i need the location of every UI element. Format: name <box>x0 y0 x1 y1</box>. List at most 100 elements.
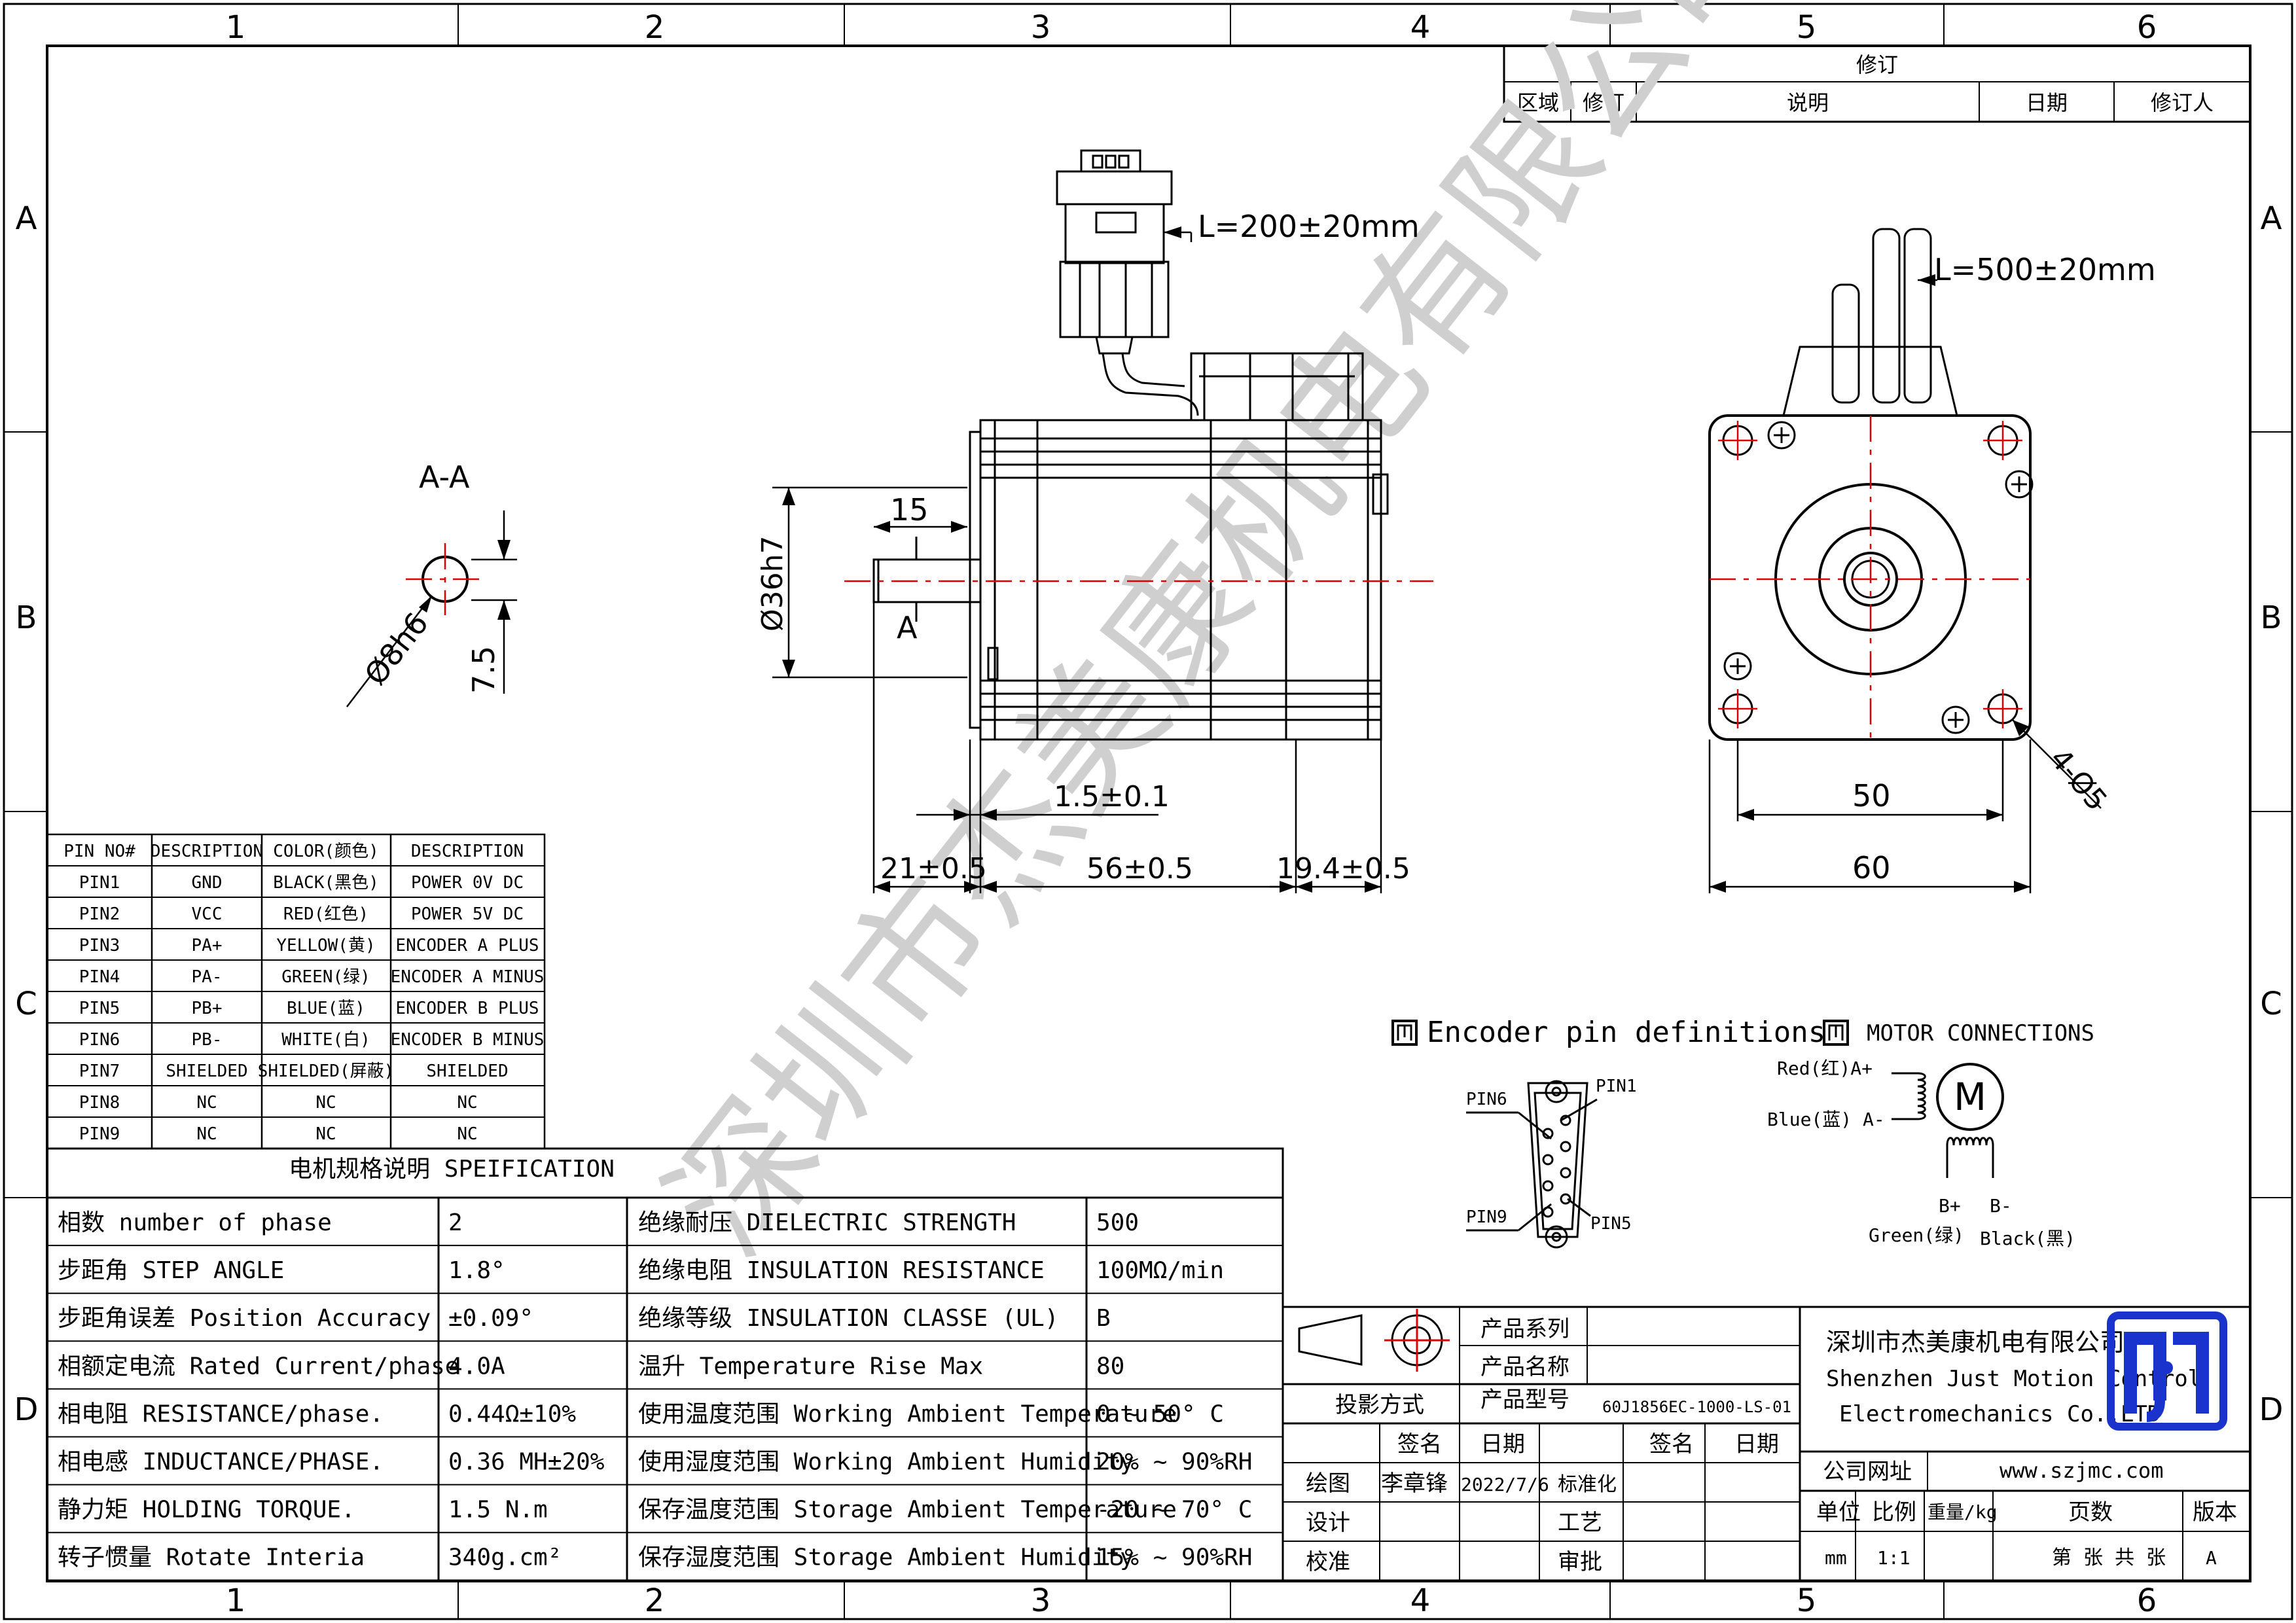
pin-table-cell: SHIELDED <box>426 1061 508 1081</box>
tb-model-value: 60J1856EC-1000-LS-01 <box>1602 1398 1791 1416</box>
dim-19: 19.4±0.5 <box>1276 852 1410 885</box>
spec-title: 电机规格说明 SPEIFICATION <box>289 1156 615 1183</box>
section-title: A-A <box>419 459 470 495</box>
spec-table-cell: 转子惯量 Rotate Interia <box>58 1544 365 1571</box>
pin-table-cell: GND <box>192 873 223 893</box>
revision-header-area: 区域 <box>1517 90 1559 115</box>
tb-weight-label: 重量/kg <box>1928 1501 1998 1523</box>
enc-pin6-label: PIN6 <box>1466 1090 1507 1109</box>
tb-design-label: 设计 <box>1306 1510 1350 1536</box>
pin-table-cell: NC <box>315 1124 336 1144</box>
wire-bplus-label: B+ <box>1939 1195 1961 1217</box>
dim-21: 21±0.5 <box>880 852 987 885</box>
tb-company-en1: Shenzhen Just Motion Control <box>1826 1366 2201 1392</box>
pin-table-cell: NC <box>196 1124 217 1144</box>
spec-table-cell: 20% ~ 90%RH <box>1096 1449 1252 1476</box>
pin-table-cell: RED(红色) <box>283 904 368 924</box>
col-label-3-bottom: 3 <box>1031 1582 1051 1619</box>
pin-table-cell: VCC <box>192 904 223 924</box>
col-label-2: 2 <box>645 9 665 46</box>
pin-table-header: DESCRIPTION <box>151 842 263 861</box>
row-label-d-right: D <box>2259 1391 2284 1428</box>
row-label-b-right: B <box>2261 599 2282 636</box>
pin-table-cell: PB+ <box>192 999 223 1018</box>
flange-thickness-dim: 1.5±0.1 <box>1054 780 1170 813</box>
pin-table-header: PIN NO# <box>63 842 135 861</box>
spec-table-cell: 保存温度范围 Storage Ambient Temperature <box>638 1497 1177 1524</box>
encoder-pin-definitions: Encoder pin definitions PIN6 PIN1 PIN9 P… <box>1391 1016 1825 1249</box>
spec-table-cell: 15% ~ 90%RH <box>1096 1544 1252 1571</box>
pin-table-cell: YELLOW(黄) <box>276 936 375 955</box>
tb-scale-label: 比例 <box>1872 1499 1916 1525</box>
pin-table-cell: PIN5 <box>79 999 120 1018</box>
tb-version: A <box>2206 1547 2217 1569</box>
col-label-2-bottom: 2 <box>645 1582 665 1619</box>
col-label-4-bottom: 4 <box>1410 1582 1431 1619</box>
row-label-b: B <box>16 599 37 636</box>
spec-table-cell: 步距角误差 Position Accuracy <box>58 1305 431 1332</box>
spec-table-cell: ±0.09° <box>448 1305 533 1332</box>
motor-connections-title: MOTOR CONNECTIONS <box>1867 1020 2094 1046</box>
revision-header-date: 日期 <box>2026 90 2068 115</box>
revision-table: 修订 区域 修订 说明 日期 修订人 <box>1503 45 2251 123</box>
pin-table-cell: POWER 5V DC <box>411 904 524 924</box>
col-label-4: 4 <box>1410 9 1431 46</box>
pin-table-cell: PIN4 <box>79 967 120 987</box>
revision-header-rev: 修订 <box>1583 90 1624 115</box>
pin-table-cell: ENCODER B MINUS <box>391 1030 545 1050</box>
col-label-1-bottom: 1 <box>226 1582 246 1619</box>
revision-title: 修订 <box>1856 52 1898 77</box>
side-view: L=200±20mm <box>756 149 1433 893</box>
tb-name-label: 产品名称 <box>1480 1354 1570 1380</box>
pin-table-cell: GREEN(绿) <box>281 967 370 987</box>
row-label-c-right: C <box>2260 986 2282 1022</box>
logo-mark-icon-2 <box>1823 1020 1849 1046</box>
tb-drawer: 李章锋 <box>1381 1471 1448 1497</box>
db9-connector-side <box>1056 149 1199 416</box>
pin-table-cell: PIN8 <box>79 1093 120 1113</box>
spec-table-cell: 相电阻 RESISTANCE/phase. <box>58 1400 384 1427</box>
pin-table-cell: PIN1 <box>79 873 120 893</box>
db9-connector-front <box>1466 1080 1598 1249</box>
coils <box>1892 1072 1994 1178</box>
pin-table-cell: NC <box>457 1093 477 1113</box>
tb-model-label: 产品型号 <box>1480 1387 1570 1413</box>
revision-header-desc: 说明 <box>1787 90 1829 115</box>
spec-table-cell: 绝缘等级 INSULATION CLASSE (UL) <box>638 1305 1059 1332</box>
spec-table-cell: 绝缘电阻 INSULATION RESISTANCE <box>638 1257 1045 1284</box>
cable-length-side: L=200±20mm <box>1198 209 1420 244</box>
tb-version-label: 版本 <box>2193 1499 2237 1525</box>
tb-sign-label-2: 签名 <box>1649 1431 1694 1457</box>
pin-table-cell: NC <box>315 1093 336 1113</box>
company-logo-icon <box>2107 1311 2227 1431</box>
tb-company-cn: 深圳市杰美康机电有限公司 <box>1826 1328 2125 1357</box>
pin-table-cell: PB- <box>192 1030 223 1050</box>
pin-table-cell: PA+ <box>192 936 223 955</box>
motor-body-side <box>872 419 1389 741</box>
pin-table-cell: NC <box>196 1093 217 1113</box>
spec-table-cell: 步距角 STEP ANGLE <box>58 1257 284 1284</box>
tb-website: www.szjmc.com <box>2000 1458 2163 1483</box>
row-label-c: C <box>15 986 37 1022</box>
tb-date-label-2: 日期 <box>1734 1431 1779 1457</box>
mounting-holes <box>1718 421 2034 734</box>
wire-bminus-label: B- <box>1990 1195 2012 1217</box>
pin-table-cell: POWER 0V DC <box>411 873 524 893</box>
motor-connections: MOTOR CONNECTIONS M Red(红)A+ Blue(蓝) A- … <box>1767 1020 2094 1249</box>
tb-std-label: 标准化 <box>1558 1473 1617 1496</box>
section-marker: A <box>897 610 918 645</box>
tb-check-label: 校准 <box>1306 1549 1350 1575</box>
tb-approve-label: 审批 <box>1558 1549 1602 1575</box>
spec-table-cell: 80 <box>1096 1353 1124 1380</box>
col-label-5: 5 <box>1797 9 1817 46</box>
wire-green-label: Green(绿) <box>1869 1224 1964 1246</box>
enc-pin9-label: PIN9 <box>1466 1207 1507 1227</box>
tb-unit: mm <box>1825 1547 1847 1569</box>
shaft-diameter-dim: Ø36h7 <box>756 535 789 632</box>
dim-56: 56±0.5 <box>1086 852 1193 885</box>
row-label-a: A <box>16 200 37 237</box>
encoder-title: Encoder pin definitions <box>1427 1016 1825 1049</box>
section-diameter-dim: Ø8h6 <box>357 606 435 692</box>
pin-table-header: DESCRIPTION <box>411 842 524 861</box>
